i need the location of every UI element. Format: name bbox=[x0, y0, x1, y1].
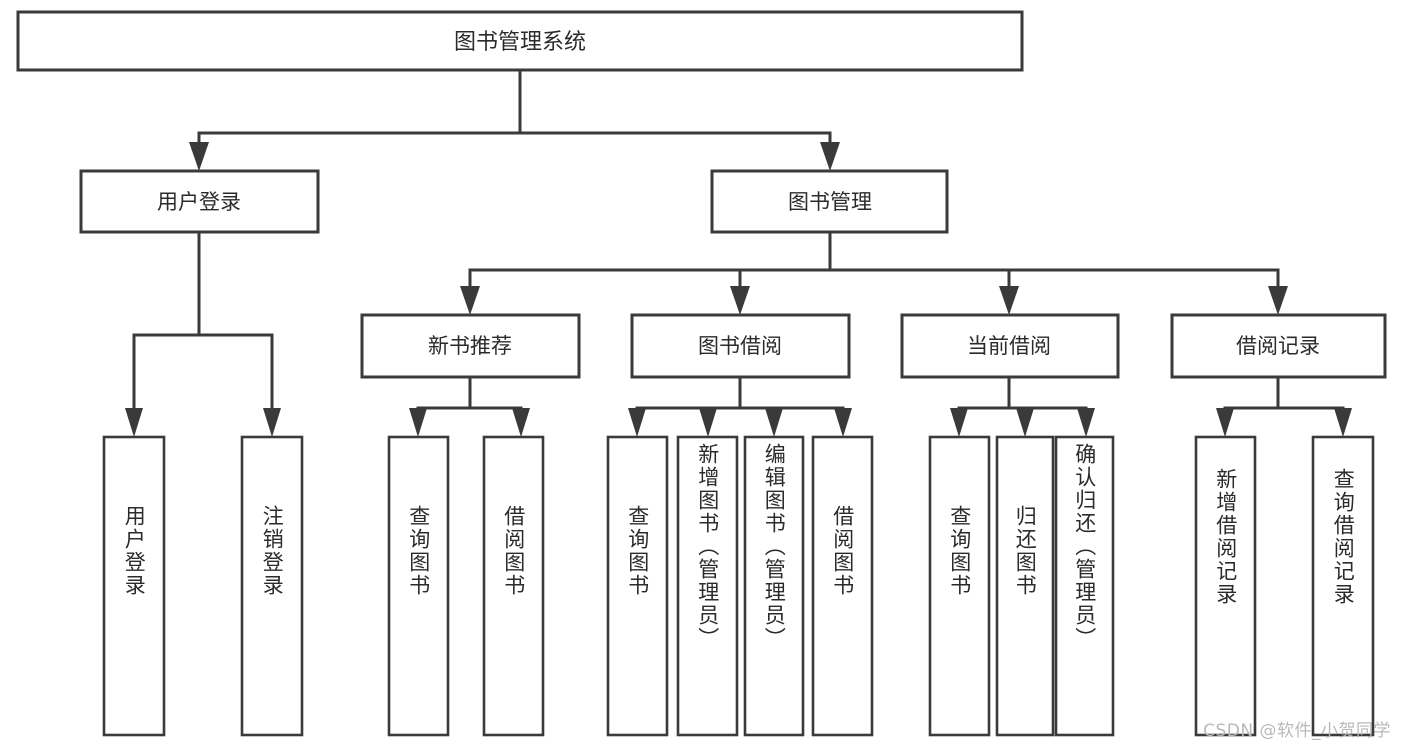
arrow-login-l1-icon bbox=[125, 408, 143, 437]
connector-group-current bbox=[950, 375, 1095, 437]
leaf-box-query-book-3[interactable] bbox=[928, 435, 991, 737]
node-new-book-recommend-label: 新书推荐 bbox=[428, 334, 512, 358]
arrow-record-l1-icon bbox=[1216, 408, 1234, 437]
node-current-borrow-box[interactable] bbox=[900, 313, 1120, 379]
arrow-root-to-login-icon bbox=[189, 142, 209, 171]
arrow-current-l1-icon bbox=[950, 408, 968, 437]
leaf-box-confirm-return-admin[interactable] bbox=[1054, 435, 1115, 737]
node-book-management-box[interactable] bbox=[710, 169, 949, 234]
arrow-borrow-l3-icon bbox=[765, 408, 783, 437]
connector-group-login bbox=[125, 230, 281, 437]
node-user-login-label: 用户登录 bbox=[157, 190, 241, 214]
node-root-label: 图书管理系统 bbox=[454, 30, 586, 55]
arrow-borrow-l2-icon bbox=[699, 408, 717, 437]
arrow-newbook-l2-icon bbox=[512, 408, 530, 437]
node-borrow-record-label: 借阅记录 bbox=[1236, 334, 1320, 358]
arrow-current-l2-icon bbox=[1016, 408, 1034, 437]
leaf-box-query-book-1[interactable] bbox=[387, 435, 450, 737]
arrow-bookmgmt-c3-icon bbox=[999, 286, 1019, 315]
node-root-box[interactable] bbox=[16, 10, 1024, 72]
leaf-box-logout-login[interactable] bbox=[240, 435, 304, 737]
leaf-box-user-login[interactable] bbox=[102, 435, 166, 737]
arrow-newbook-l1-icon bbox=[409, 408, 427, 437]
node-user-login-box[interactable] bbox=[79, 169, 320, 234]
arrow-login-l2-icon bbox=[263, 408, 281, 437]
node-borrow-record-box[interactable] bbox=[1170, 313, 1387, 379]
node-current-borrow-label: 当前借阅 bbox=[967, 334, 1051, 358]
leaf-box-return-book[interactable] bbox=[995, 435, 1055, 737]
connector-group-newbook bbox=[409, 375, 530, 437]
arrow-current-l3-icon bbox=[1077, 408, 1095, 437]
connector-group-root bbox=[189, 68, 840, 171]
watermark-csdn: CSDN @软件_小贺同学 bbox=[1203, 721, 1391, 741]
leaf-box-query-book-2[interactable] bbox=[606, 435, 669, 737]
connector-group-record bbox=[1216, 375, 1352, 437]
node-borrow-record[interactable]: 借阅记录 bbox=[1170, 313, 1387, 379]
node-root[interactable]: 图书管理系统 bbox=[16, 10, 1024, 72]
arrow-bookmgmt-c2-icon bbox=[730, 286, 750, 315]
leaf-box-borrow-book-2[interactable] bbox=[811, 435, 874, 737]
arrow-root-to-bookmgmt-icon bbox=[820, 142, 840, 171]
leaf-box-edit-book-admin[interactable] bbox=[743, 435, 805, 737]
leaf-box-borrow-book-1[interactable] bbox=[482, 435, 545, 737]
node-new-book-recommend[interactable]: 新书推荐 bbox=[360, 313, 581, 379]
node-user-login[interactable]: 用户登录 bbox=[79, 169, 320, 234]
leaf-box-add-borrow-record[interactable] bbox=[1194, 435, 1257, 737]
arrow-bookmgmt-c1-icon bbox=[460, 286, 480, 315]
node-book-borrow[interactable]: 图书借阅 bbox=[630, 313, 851, 379]
node-new-book-recommend-box[interactable] bbox=[360, 313, 581, 379]
arrow-bookmgmt-c4-icon bbox=[1268, 286, 1288, 315]
node-book-borrow-label: 图书借阅 bbox=[698, 334, 782, 358]
leaf-box-query-borrow-record[interactable] bbox=[1311, 435, 1375, 737]
node-book-management[interactable]: 图书管理 bbox=[710, 169, 949, 234]
connector-group-borrow bbox=[628, 375, 852, 437]
connector-group-bookmgmt bbox=[460, 230, 1288, 315]
arrow-record-l2-icon bbox=[1334, 408, 1352, 437]
leaf-box-add-book-admin[interactable] bbox=[676, 435, 739, 737]
node-current-borrow[interactable]: 当前借阅 bbox=[900, 313, 1120, 379]
arrow-borrow-l1-icon bbox=[628, 408, 646, 437]
node-book-management-label: 图书管理 bbox=[788, 190, 872, 214]
arrow-borrow-l4-icon bbox=[834, 408, 852, 437]
node-book-borrow-box[interactable] bbox=[630, 313, 851, 379]
